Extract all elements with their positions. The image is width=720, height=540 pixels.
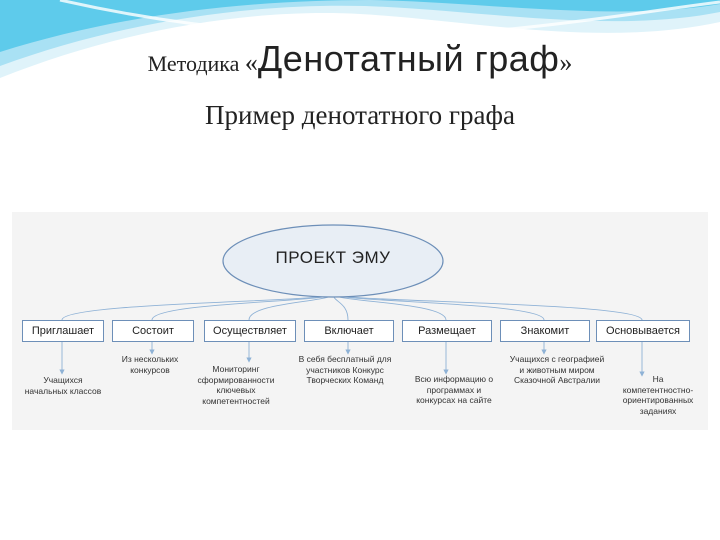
slide-title: Методика «Денотатный граф»	[0, 38, 720, 80]
verb-node: Размещает	[402, 320, 492, 342]
leaf-node: Учащихся с географией и животным миром С…	[509, 354, 605, 385]
title-close-quote: »	[559, 48, 573, 77]
verb-node: Знакомит	[500, 320, 590, 342]
verb-node: Включает	[304, 320, 394, 342]
verb-node: Осуществляет	[204, 320, 296, 342]
center-node-label: ПРОЕКТ ЭМУ	[275, 248, 391, 267]
slide-subtitle: Пример денотатного графа	[205, 100, 515, 130]
verb-node: Приглашает	[22, 320, 104, 342]
leaf-node: Учащихся начальных классов	[24, 375, 102, 396]
leaf-node: Всю информацию о программах и конкурсах …	[414, 374, 494, 405]
title-open-quote: «	[244, 48, 258, 77]
title-main: Денотатный граф	[257, 38, 560, 79]
leaf-node: Из нескольких конкурсов	[121, 354, 179, 375]
leaf-node: В себя бесплатный для участников Конкурс…	[298, 354, 392, 385]
leaf-node: Мониторинг сформированности ключевых ком…	[197, 364, 275, 406]
connector-curve	[248, 293, 334, 321]
leaf-node: На компетентностно- ориентированных зада…	[622, 374, 694, 416]
verb-node: Состоит	[112, 320, 194, 342]
header-swoosh	[0, 0, 720, 78]
verb-node: Основывается	[596, 320, 690, 342]
center-ellipse	[222, 224, 444, 298]
title-prefix: Методика	[147, 51, 245, 76]
